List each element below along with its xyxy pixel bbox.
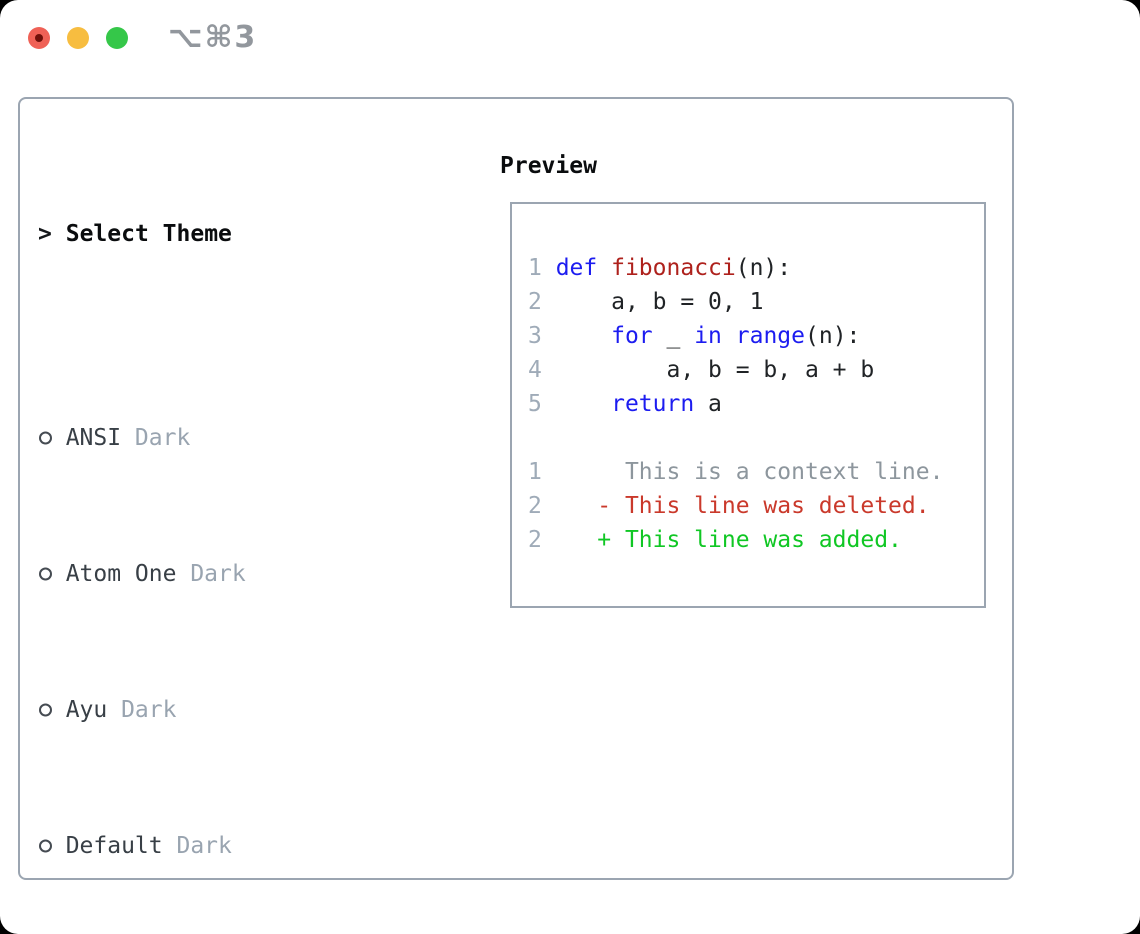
code-segment bbox=[556, 391, 611, 417]
window-title-shortcut: ⌥⌘3 bbox=[168, 20, 258, 55]
code-segment bbox=[722, 323, 736, 349]
code-segment: return bbox=[611, 391, 695, 417]
code-segment: range bbox=[735, 323, 805, 349]
preview-code-line: 1 This is a context line. bbox=[528, 455, 984, 489]
theme-variant: Dark bbox=[121, 425, 191, 451]
radio-icon bbox=[38, 421, 66, 455]
preview-code-line: 2 - This line was deleted. bbox=[528, 489, 984, 523]
preview-code-line: 5 return a bbox=[528, 387, 984, 421]
code-segment: (n): bbox=[735, 255, 792, 281]
minimize-button[interactable] bbox=[67, 27, 89, 49]
theme-name: Atom One bbox=[65, 561, 177, 587]
zoom-button[interactable] bbox=[106, 27, 128, 49]
line-number: 4 bbox=[528, 357, 556, 383]
select-theme-title: Select Theme bbox=[65, 221, 232, 247]
theme-picker-column: > Select Theme ANSI Dark Atom One Dark A… bbox=[38, 149, 458, 934]
preview-code-line: 2 a, b = 0, 1 bbox=[528, 285, 984, 319]
theme-list: ANSI Dark Atom One Dark Ayu Dark Default… bbox=[38, 353, 458, 934]
radio-icon bbox=[38, 693, 66, 727]
line-number: 1 bbox=[528, 459, 556, 485]
theme-option-row[interactable]: Ayu Dark bbox=[38, 693, 458, 727]
preview-header-row: Preview bbox=[500, 149, 597, 183]
titlebar: ⌥⌘3 bbox=[0, 0, 1140, 76]
theme-name: Ayu bbox=[65, 697, 108, 723]
code-segment: (n): bbox=[805, 323, 861, 349]
preview-code-line: 2 + This line was added. bbox=[528, 523, 984, 557]
code-segment: a bbox=[694, 391, 722, 417]
code-segment: + This line was added. bbox=[555, 527, 902, 553]
theme-variant: Dark bbox=[107, 697, 177, 723]
code-segment: - This line was deleted. bbox=[555, 493, 930, 519]
line-number: 2 bbox=[528, 289, 556, 315]
code-segment: fibonacci bbox=[611, 255, 736, 281]
code-segment bbox=[597, 255, 611, 281]
theme-picker-panel: > Select Theme ANSI Dark Atom One Dark A… bbox=[18, 97, 1014, 880]
theme-variant: Dark bbox=[162, 833, 232, 859]
code-segment: a, b = b, a + b bbox=[555, 357, 875, 383]
code-segment: _ bbox=[652, 323, 695, 349]
preview-code-line: 1 def fibonacci(n): bbox=[528, 251, 984, 285]
code-segment: This is a context line. bbox=[555, 459, 944, 485]
line-number: 5 bbox=[528, 391, 556, 417]
preview-code-line bbox=[528, 421, 984, 455]
line-number: 3 bbox=[528, 323, 556, 349]
prompt-indicator: > bbox=[38, 221, 52, 247]
code-segment bbox=[556, 323, 611, 349]
theme-name: ANSI bbox=[65, 425, 122, 451]
theme-option-row[interactable]: Atom One Dark bbox=[38, 557, 458, 591]
preview-title: Preview bbox=[500, 153, 597, 179]
code-segment: in bbox=[694, 323, 722, 349]
theme-name: Default bbox=[65, 833, 163, 859]
theme-option-row[interactable]: ANSI Dark bbox=[38, 421, 458, 455]
radio-icon bbox=[38, 557, 66, 591]
code-segment: a, b = 0, 1 bbox=[555, 289, 764, 315]
line-number: 2 bbox=[528, 493, 556, 519]
theme-variant: Dark bbox=[176, 561, 246, 587]
preview-code-line: 4 a, b = b, a + b bbox=[528, 353, 984, 387]
select-theme-header-row: > Select Theme bbox=[38, 217, 458, 251]
line-number: 2 bbox=[528, 527, 556, 553]
radio-icon bbox=[38, 829, 66, 863]
unsaved-changes-dot-icon bbox=[35, 34, 43, 42]
code-segment: for bbox=[611, 323, 653, 349]
preview-code: 1 def fibonacci(n): 2 a, b = 0, 1 3 for … bbox=[528, 251, 984, 557]
line-number: 1 bbox=[528, 255, 556, 281]
theme-option-row[interactable]: Default Dark bbox=[38, 829, 458, 863]
preview-code-line: 3 for _ in range(n): bbox=[528, 319, 984, 353]
code-segment: def bbox=[555, 255, 598, 281]
close-button[interactable] bbox=[28, 27, 50, 49]
preview-box: 1 def fibonacci(n): 2 a, b = 0, 1 3 for … bbox=[510, 202, 986, 608]
